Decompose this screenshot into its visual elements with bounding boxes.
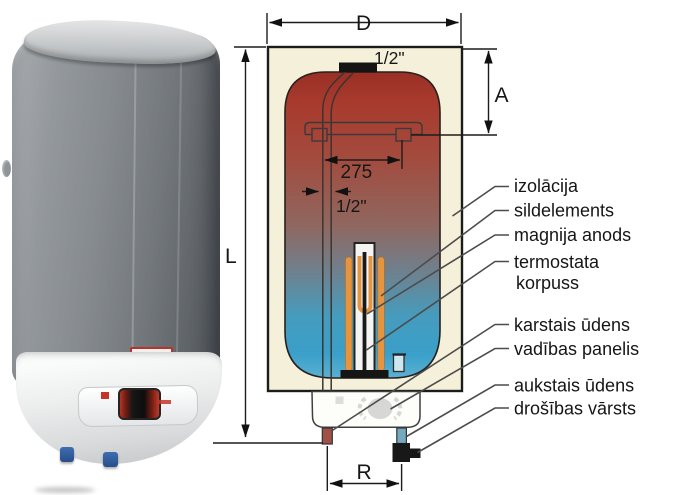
leader-lines bbox=[331, 185, 509, 454]
dimension-a-label: A bbox=[495, 84, 509, 107]
heater-thermostat-dial bbox=[118, 388, 161, 420]
hot-water-outlet-tube bbox=[322, 71, 354, 428]
tank-cross-section bbox=[284, 71, 441, 379]
heater-side-fitting bbox=[2, 160, 11, 177]
magnesium-anode-rod bbox=[362, 252, 367, 374]
top-pipe-fitting bbox=[339, 62, 377, 73]
hot-water-label: karstais ūdens bbox=[514, 315, 630, 335]
heating-element-label: sildelements bbox=[514, 201, 614, 221]
dimension-lines bbox=[213, 13, 497, 491]
heater-photo bbox=[0, 0, 240, 495]
safety-valve-label: drošības vārsts bbox=[514, 399, 636, 419]
cold-water-inlet-tube bbox=[392, 354, 405, 373]
heater-red-marking bbox=[159, 400, 171, 404]
magnesium-anode-label: magnija anods bbox=[514, 225, 631, 245]
heater-shadow bbox=[35, 487, 95, 493]
heater-body bbox=[12, 34, 220, 386]
dimension-r-label: R bbox=[357, 461, 372, 484]
element-flange-plate bbox=[340, 370, 389, 379]
safety-valve bbox=[392, 443, 421, 462]
heating-element-strand bbox=[345, 256, 353, 372]
outlet-tube-size-label: 1/2" bbox=[336, 196, 367, 216]
hot-water-pipe bbox=[321, 427, 333, 445]
thermostat-housing-label-line1: termostata bbox=[514, 252, 600, 272]
cold-water-pipe bbox=[396, 427, 407, 445]
insulation-label: izolācija bbox=[514, 176, 579, 196]
cold-water-label: aukstais ūdens bbox=[514, 376, 634, 396]
thermostat-housing-label-line2: korpuss bbox=[516, 273, 579, 293]
heater-pipe-connection bbox=[103, 452, 118, 467]
control-panel-label: vadības panelis bbox=[514, 339, 639, 359]
heating-element-strand bbox=[377, 256, 385, 372]
top-connection-size-label: 1/2" bbox=[374, 48, 405, 68]
heater-indicator-light bbox=[101, 392, 109, 399]
bracket-spacing-label: 275 bbox=[341, 162, 373, 183]
heater-pipe-connection bbox=[60, 447, 74, 462]
dimension-l-label: L bbox=[225, 245, 237, 268]
dimension-d-label: D bbox=[356, 12, 371, 35]
